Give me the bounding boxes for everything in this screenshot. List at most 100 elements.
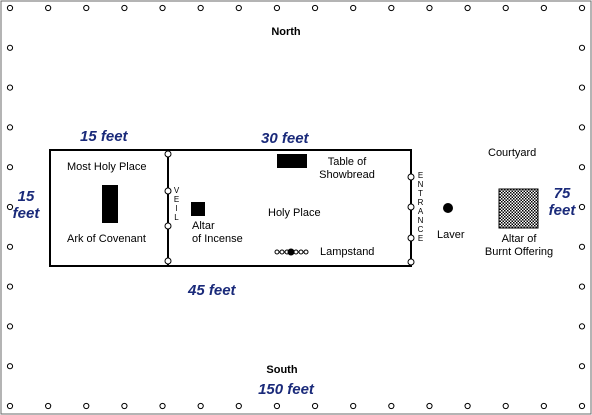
- courtyard-post: [426, 402, 433, 410]
- courtyard-post: [311, 4, 319, 12]
- courtyard-post: [578, 283, 586, 290]
- north-label: North: [271, 26, 301, 38]
- court-width-right-dimension: 75 feet: [542, 185, 582, 219]
- courtyard-post: [311, 402, 319, 410]
- altar-of-burnt-offering-label-line2: Burnt Offering: [484, 246, 554, 258]
- table-of-showbread-shape: [277, 154, 307, 168]
- courtyard-post: [159, 402, 166, 410]
- courtyard-post: [578, 4, 586, 12]
- lampstand-label: Lampstand: [320, 246, 375, 258]
- courtyard-post: [273, 4, 281, 12]
- courtyard-post: [578, 164, 586, 171]
- courtyard-post: [83, 402, 90, 410]
- ark-of-covenant-label: Ark of Covenant: [67, 233, 146, 245]
- lampstand-shape: [274, 248, 309, 256]
- entrance-letter: R: [417, 198, 424, 207]
- courtyard-label: Courtyard: [488, 147, 537, 159]
- courtyard-post: [6, 283, 14, 290]
- south-label: South: [266, 364, 298, 376]
- entrance-post: [407, 258, 415, 266]
- veil-letter: I: [175, 204, 178, 213]
- courtyard-post: [121, 4, 128, 12]
- courtyard-post: [350, 4, 357, 12]
- courtyard-post: [45, 4, 52, 12]
- veil-letter: E: [173, 195, 180, 204]
- courtyard-post: [578, 84, 586, 91]
- courtyard-post: [197, 4, 204, 12]
- veil-post: [164, 187, 172, 195]
- courtyard-post: [235, 402, 242, 410]
- courtyard-post: [578, 402, 586, 410]
- court-width-right-value: 75: [553, 185, 571, 202]
- courtyard-post: [235, 4, 242, 12]
- courtyard-post: [83, 4, 90, 12]
- courtyard-post: [502, 4, 509, 12]
- laver-shape: [443, 203, 453, 213]
- veil-post: [164, 222, 172, 230]
- veil-letter: L: [174, 213, 179, 222]
- tabernacle-total-dimension: 45 feet: [188, 282, 236, 299]
- courtyard-post: [6, 363, 14, 370]
- veil-label: V E I L: [172, 186, 181, 222]
- laver-label: Laver: [437, 229, 465, 241]
- most-holy-place-label: Most Holy Place: [67, 161, 147, 173]
- entrance-letter: E: [417, 234, 424, 243]
- courtyard-post: [464, 4, 471, 12]
- entrance-letter: N: [417, 180, 424, 189]
- altar-of-incense-label: Altar of Incense: [192, 220, 243, 246]
- courtyard-posts: [6, 4, 586, 410]
- courtyard-post: [426, 4, 433, 12]
- courtyard-post: [388, 402, 395, 410]
- entrance-letter: A: [417, 207, 424, 216]
- courtyard-post: [388, 4, 395, 12]
- courtyard-post: [6, 323, 14, 330]
- courtyard-post: [502, 402, 509, 410]
- table-of-showbread-label-line2: Showbread: [319, 169, 375, 181]
- courtyard-post: [6, 44, 14, 51]
- courtyard-post: [578, 363, 586, 370]
- table-of-showbread-label-line1: Table of: [327, 156, 367, 168]
- entrance-letter: E: [417, 171, 424, 180]
- courtyard-post: [6, 402, 14, 410]
- altar-of-burnt-offering-shape: [498, 188, 539, 229]
- courtyard-post: [273, 402, 281, 410]
- veil-post: [164, 257, 172, 265]
- entrance-letter: N: [417, 216, 424, 225]
- courtyard-post: [121, 402, 128, 410]
- courtyard-post: [6, 84, 14, 91]
- altar-of-burnt-offering-label: Altar of Burnt Offering: [484, 233, 554, 259]
- court-width-left-value: 15: [17, 188, 35, 205]
- veil-letter: V: [173, 186, 180, 195]
- entrance-post: [407, 234, 415, 242]
- entrance-post: [407, 173, 415, 181]
- courtyard-post: [6, 203, 14, 211]
- courtyard-post: [6, 243, 14, 250]
- courtyard-post: [197, 402, 204, 410]
- holy-place-label: Holy Place: [268, 207, 321, 219]
- courtyard-post: [578, 44, 586, 51]
- court-width-left-unit: feet: [12, 205, 40, 222]
- courtyard-post: [540, 4, 547, 12]
- courtyard-post: [159, 4, 166, 12]
- courtyard-post: [578, 203, 586, 211]
- altar-of-incense-label-line2: of Incense: [192, 233, 243, 245]
- altar-of-incense-shape: [191, 202, 205, 216]
- tabernacle-length-dimension: 30 feet: [261, 130, 309, 147]
- courtyard-post: [578, 124, 586, 131]
- entrance-letter: C: [417, 225, 424, 234]
- veil-post: [164, 150, 172, 158]
- courtyard-post: [6, 4, 14, 12]
- entrance-post: [407, 203, 415, 211]
- ark-of-covenant-shape: [102, 185, 118, 223]
- courtyard-post: [464, 402, 471, 410]
- court-length-dimension: 150 feet: [258, 381, 314, 398]
- entrance-letter: T: [418, 189, 423, 198]
- courtyard-post: [578, 243, 586, 250]
- court-width-right-unit: feet: [548, 202, 576, 219]
- courtyard-post: [578, 323, 586, 330]
- table-of-showbread-label: Table of Showbread: [312, 156, 382, 182]
- most-holy-width-dimension: 15 feet: [80, 128, 128, 145]
